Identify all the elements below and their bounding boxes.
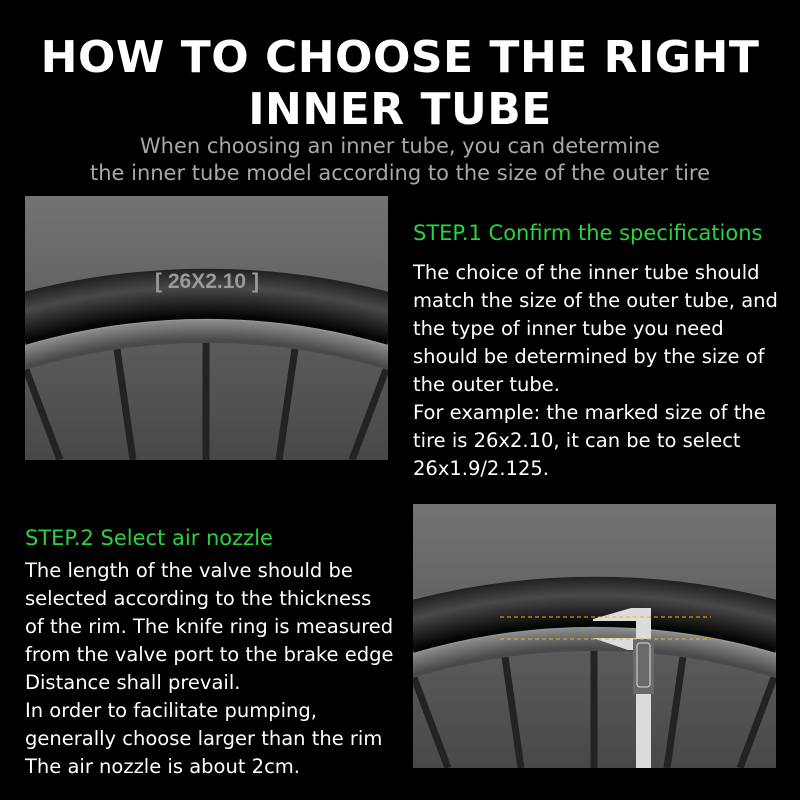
text-line: from the valve port to the brake edge [25, 643, 394, 666]
text-line: For example: the marked size of the [413, 401, 766, 424]
step2-body: The length of the valve should be select… [25, 557, 393, 781]
text-line: The choice of the inner tube should [413, 261, 760, 284]
subtitle-line: When choosing an inner tube, you can det… [139, 134, 661, 158]
text-line: selected according to the thickness [25, 587, 372, 610]
page-title: HOW TO CHOOSE THE RIGHT INNER TUBE [0, 32, 800, 136]
title-line: INNER TUBE [248, 84, 552, 135]
text-line: The length of the valve should be [25, 559, 353, 582]
step1-heading: STEP.1 Confirm the specifications [413, 221, 763, 245]
tire-size-label: [ 26X2.10 ] [155, 270, 259, 293]
step1-body: The choice of the inner tube should matc… [413, 259, 778, 483]
tire [25, 268, 388, 351]
tire [413, 576, 776, 659]
text-line: of the rim. The knife ring is measured [25, 615, 394, 638]
tire-size-image: [ 26X2.10 ] [25, 196, 388, 460]
rim [25, 318, 388, 371]
text-line: the type of inner tube you need [413, 317, 724, 340]
text-line: In order to facilitate pumping, [25, 699, 317, 722]
text-line: The air nozzle is about 2cm. [25, 755, 300, 778]
text-line: 26x1.9/2.125. [413, 457, 549, 480]
text-line: match the size of the outer tube, and [413, 289, 778, 312]
text-line: should be determined by the size of [413, 345, 765, 368]
valve-measure-image [413, 504, 776, 768]
subtitle: When choosing an inner tube, you can det… [0, 133, 800, 187]
text-line: tire is 26x2.10, it can be to select [413, 429, 741, 452]
step2-heading: STEP.2 Select air nozzle [25, 526, 273, 550]
title-line: HOW TO CHOOSE THE RIGHT [40, 32, 760, 83]
text-line: generally choose larger than the rim [25, 727, 383, 750]
caliper-icon [593, 608, 654, 768]
subtitle-line: the inner tube model according to the si… [89, 161, 711, 185]
text-line: Distance shall prevail. [25, 671, 241, 694]
text-line: the outer tube. [413, 373, 560, 396]
